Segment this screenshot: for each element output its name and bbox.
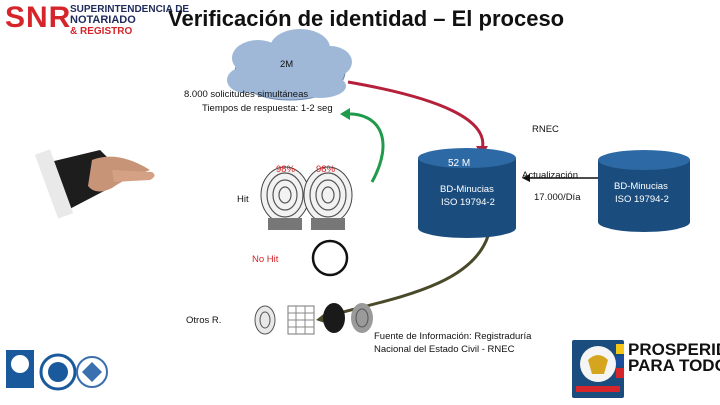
- db2-name-2: ISO 19794-2: [615, 194, 669, 205]
- rnec-label: RNEC: [532, 124, 559, 135]
- cloud-label: 2M: [280, 59, 294, 70]
- db2-name-1: BD-Minucias: [614, 181, 668, 192]
- page-title: Verificación de identidad – El proceso: [168, 6, 565, 31]
- match-percent-1: 98%: [276, 164, 296, 175]
- prosperidad-flag: [616, 344, 624, 378]
- fingerprint-face-2: [303, 166, 353, 230]
- fingerprint-row: [254, 303, 373, 335]
- rnec-db-name-1: BD-Minucias: [440, 184, 494, 195]
- request-arrow: [347, 80, 485, 151]
- update-rate: 17.000/Día: [534, 192, 581, 203]
- logo-line-2: NOTARIADO: [70, 14, 136, 26]
- rnec-db-name-2: ISO 19794-2: [441, 197, 495, 208]
- prosperidad-line-2: PARA TODOS: [628, 356, 720, 375]
- response-arrow-head: [340, 108, 350, 120]
- logo-line-1: SUPERINTENDENCIA DE: [70, 4, 190, 15]
- rnec-db-count: 52 M: [448, 158, 471, 169]
- minucias-database: [598, 150, 690, 232]
- update-arrow-head: [522, 174, 530, 182]
- response-time: Tiempos de respuesta: 1-2 seg: [202, 103, 333, 114]
- otros-label: Otros R.: [186, 315, 222, 326]
- response-arrow: [344, 112, 385, 183]
- update-label: Actualización: [522, 170, 578, 181]
- source-note-line-2: Nacional del Estado Civil - RNEC: [374, 344, 515, 355]
- otros-arrow: [321, 235, 490, 320]
- hit-label: Hit: [237, 194, 249, 205]
- certification-logos: [6, 350, 108, 391]
- prosperidad-logo: PROSPERIDAD PARA TODOS: [628, 340, 720, 375]
- source-note-line-1: Fuente de Información: Registraduría: [374, 331, 532, 342]
- prosperidad-line-1: PROSPERIDAD: [628, 340, 720, 359]
- no-hit-circle: [311, 239, 349, 277]
- match-percent-2: 98%: [316, 164, 336, 175]
- no-hit-label: No Hit: [252, 254, 279, 265]
- colombia-seal: [572, 340, 624, 398]
- pointing-hand: [34, 149, 155, 219]
- snr-logo: SNR: [5, 1, 72, 34]
- simultaneous-requests: 8.000 solicitudes simultáneas: [184, 89, 309, 100]
- logo-line-3: & REGISTRO: [70, 26, 133, 37]
- fingerprint-face-1: [260, 166, 310, 230]
- cloud-shape: [227, 29, 352, 101]
- rnec-database: [418, 148, 516, 238]
